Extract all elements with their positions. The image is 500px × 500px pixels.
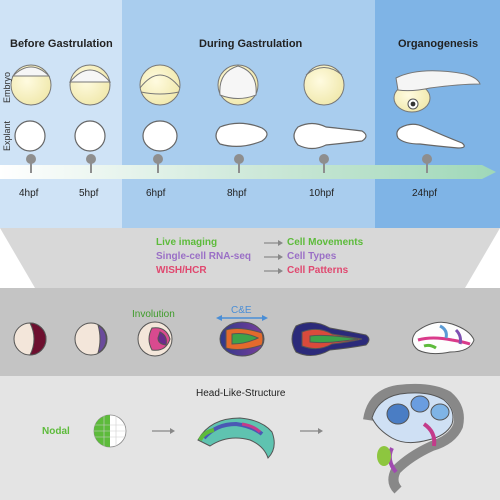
methods-band (0, 228, 500, 288)
embryo-6hpf (139, 64, 181, 106)
annotation-ce: C&E (231, 305, 252, 316)
timepoint-4hpf: 4hpf (19, 188, 39, 199)
explant-6hpf (142, 120, 178, 152)
method-live-imaging: Live imaging (156, 237, 218, 248)
explant-8hpf (215, 122, 268, 147)
explant-24hpf (396, 123, 465, 149)
embryo-24hpf (393, 70, 481, 113)
result-cell-movements: Cell Movements (287, 237, 364, 248)
result-cell-patterns: Cell Patterns (287, 265, 349, 276)
stage-organogenesis: Organogenesis (398, 38, 479, 50)
panel-during (122, 0, 375, 228)
nodal-sphere (93, 414, 127, 448)
pattern-explant-1 (13, 322, 47, 356)
explant-5hpf (74, 120, 106, 152)
method-wish-hcr: WISH/HCR (156, 265, 207, 276)
panel-organogenesis (375, 0, 500, 228)
stage-before-gastrulation: Before Gastrulation (10, 38, 113, 50)
ce-arrow (216, 315, 268, 321)
timepoint-8hpf: 8hpf (227, 188, 247, 199)
embryo-head-structure (363, 383, 464, 494)
embryos (10, 64, 481, 113)
pattern-explant-2 (74, 322, 108, 356)
embryo-8hpf (217, 64, 259, 106)
row-label-explant: Explant (2, 120, 12, 151)
embryo-10hpf (303, 64, 345, 106)
bottom-arrows (152, 428, 323, 434)
timepoint-pins (26, 154, 432, 173)
pattern-explant-3 (137, 321, 173, 357)
timepoint-5hpf: 5hpf (79, 188, 99, 199)
head-like-explant (197, 417, 275, 459)
embryo-5hpf (68, 64, 112, 106)
panel-before (0, 0, 122, 228)
explant-4hpf (14, 120, 46, 152)
pattern-explant-6 (412, 321, 475, 355)
bottom-title: Head-Like-Structure (196, 388, 286, 399)
timepoint-6hpf: 6hpf (146, 188, 166, 199)
explant-10hpf (293, 122, 367, 150)
patterned-explants (13, 321, 475, 357)
timepoint-10hpf: 10hpf (309, 188, 335, 199)
pattern-explant-5 (291, 322, 370, 356)
embryo-4hpf (10, 64, 52, 106)
explants (14, 120, 465, 152)
row-label-embryo: Embryo (2, 71, 12, 103)
nodal-label: Nodal (42, 426, 70, 437)
pattern-explant-4 (219, 321, 265, 357)
stage-during-gastrulation: During Gastrulation (199, 38, 303, 50)
timepoint-24hpf: 24hpf (412, 188, 438, 199)
annotation-involution: Involution (132, 309, 175, 320)
method-scrna-seq: Single-cell RNA-seq (156, 251, 252, 262)
timeline-arrow (0, 165, 496, 179)
method-arrows (264, 240, 283, 274)
result-cell-types: Cell Types (287, 251, 337, 262)
